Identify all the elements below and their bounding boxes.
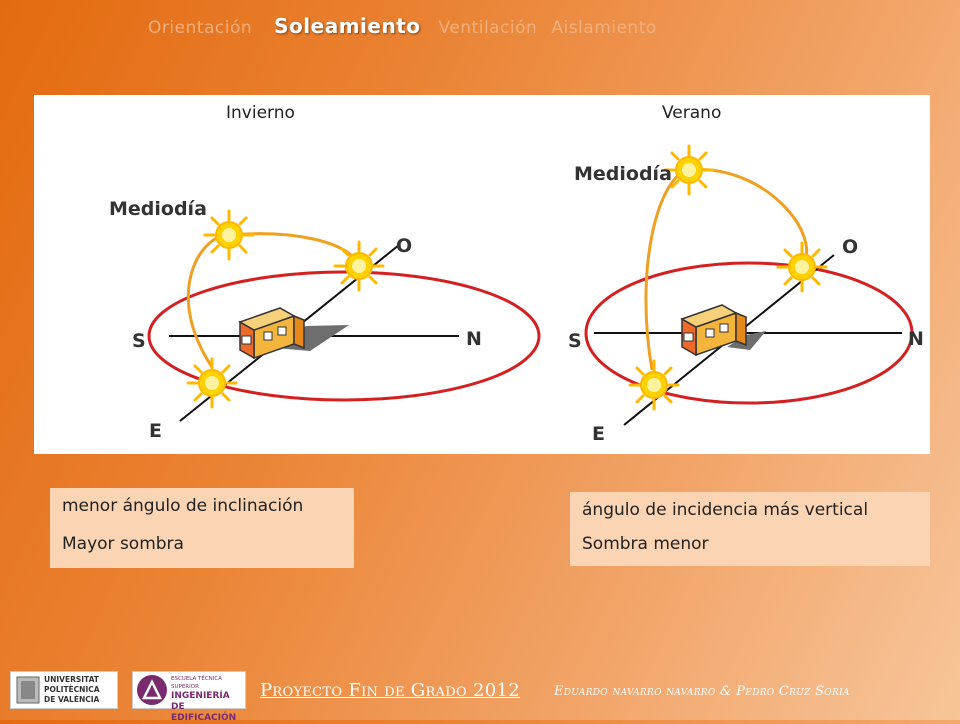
summer-horizon-orbit (584, 261, 914, 405)
authors: Eduardo navarro navarro & Pedro Cruz Sor… (554, 684, 850, 699)
summer-south-label: S (568, 330, 582, 352)
summer-caption-line2: Sombra menor (582, 534, 709, 554)
winter-diagram: Mediodía O S N E (109, 198, 541, 442)
etsie-emblem-icon (137, 675, 167, 705)
winter-noon-label: Mediodía (109, 198, 207, 220)
winter-caption-line2: Mayor sombra (62, 534, 184, 554)
upv-logo-line2: POLITÈCNICA (44, 685, 100, 694)
upv-crest-icon (16, 676, 40, 704)
summer-title: Verano (662, 103, 722, 123)
winter-title: Invierno (226, 103, 295, 123)
footer: UNIVERSITAT POLITÈCNICA DE VALÈNCIA ESCU… (0, 668, 960, 723)
summer-east-sun (628, 359, 680, 411)
upv-logo-line3: DE VALÈNCIA (44, 695, 100, 704)
winter-south-label: S (132, 330, 146, 352)
winter-west-sun (333, 240, 385, 292)
sun-path-panel: Invierno Verano (34, 95, 930, 454)
summer-diagram: Mediodía O S N E (568, 144, 924, 445)
tab-ventilacion[interactable]: Ventilación (438, 18, 538, 38)
summer-west-sun (776, 241, 828, 293)
winter-west-label: O (396, 235, 412, 257)
summer-caption-line1: ángulo de incidencia más vertical (582, 500, 869, 520)
summer-caption-box: ángulo de incidencia más vertical Sombra… (570, 492, 930, 566)
winter-east-sun (186, 357, 238, 409)
upv-logo: UNIVERSITAT POLITÈCNICA DE VALÈNCIA (10, 671, 118, 709)
sun-path-diagrams: Mediodía O S N E Mediodía O S N E (109, 144, 924, 445)
winter-house (239, 307, 305, 359)
winter-caption-line1: menor ángulo de inclinación (62, 496, 304, 516)
tab-soleamiento[interactable]: Soleamiento (274, 14, 421, 38)
winter-noon-sun (203, 209, 255, 261)
upv-logo-line1: UNIVERSITAT (44, 675, 99, 684)
etsie-logo-line2: INGENIERÍA DE (171, 691, 230, 712)
summer-noon-label: Mediodía (574, 163, 672, 185)
summer-west-label: O (842, 236, 858, 258)
tab-aislamiento[interactable]: Aislamiento (551, 18, 657, 38)
winter-horizon-orbit (147, 270, 541, 402)
tab-orientacion[interactable]: Orientación (148, 18, 253, 38)
winter-east-label: E (149, 420, 162, 442)
etsie-logo-line3: EDIFICACIÓN (171, 713, 237, 723)
project-title: Proyecto Fin de Grado 2012 (260, 680, 520, 701)
winter-north-label: N (466, 328, 482, 350)
etsie-logo-line1: ESCUELA TÉCNICA SUPERIOR (171, 676, 223, 690)
summer-north-label: N (908, 328, 924, 350)
section-nav: Orientación Soleamiento Ventilación Aisl… (148, 14, 657, 38)
summer-noon-sun (663, 144, 715, 196)
etsie-logo: ESCUELA TÉCNICA SUPERIOR INGENIERÍA DE E… (132, 671, 246, 723)
winter-caption-box: menor ángulo de inclinación Mayor sombra (50, 488, 354, 568)
summer-east-label: E (592, 423, 605, 445)
